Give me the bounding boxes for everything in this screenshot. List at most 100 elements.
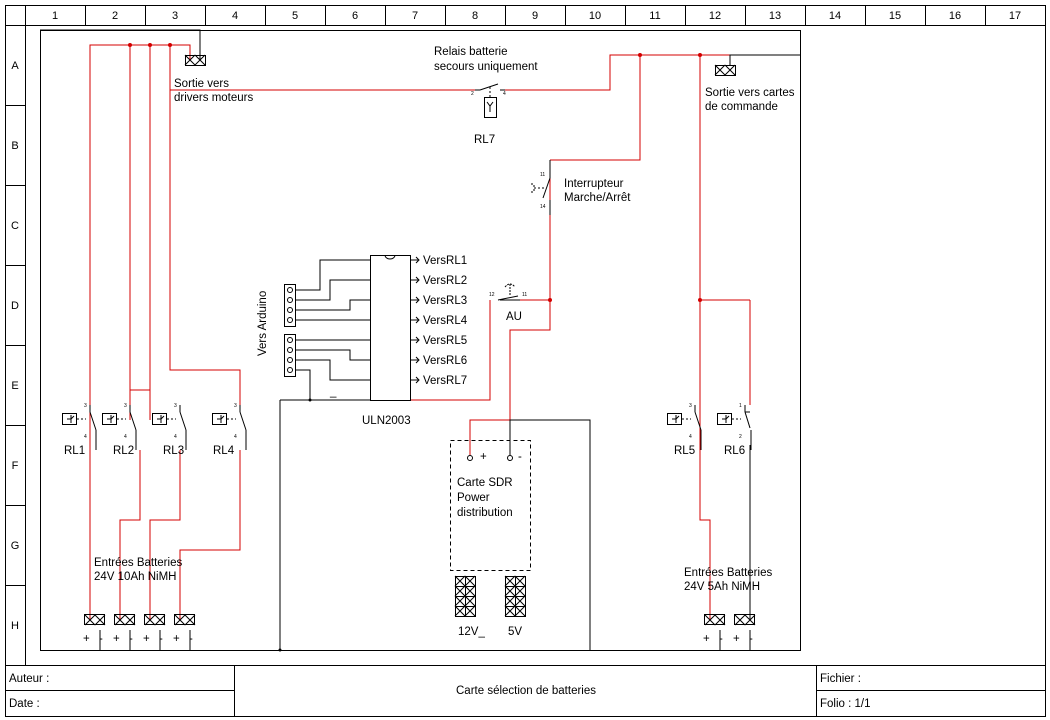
svg-text:3: 3	[234, 403, 237, 409]
plus-mark: +	[113, 633, 120, 645]
column-label: 8	[472, 10, 478, 22]
column-label: 5	[292, 10, 298, 22]
vers-arduino-label: Vers Arduino	[257, 291, 269, 356]
column-label: 1	[52, 10, 58, 22]
minus-mark: -	[99, 633, 103, 645]
minus-mark: -	[749, 633, 753, 645]
row-label: B	[11, 140, 18, 152]
sdr-line3: distribution	[457, 507, 513, 519]
minus-mark: -	[719, 633, 723, 645]
battery-input-connector: +-	[703, 614, 726, 645]
row-label: E	[11, 380, 18, 392]
row-label: D	[11, 300, 19, 312]
svg-text:4: 4	[503, 91, 506, 97]
column-label: 4	[232, 10, 238, 22]
interrupteur-line2: Marche/Arrêt	[564, 192, 631, 204]
uln-output-label: VersRL7	[423, 375, 467, 387]
sdr-line1: Carte SDR	[457, 477, 513, 489]
uln-outputs: VersRL1VersRL2VersRL3VersRL4VersRL5VersR…	[410, 255, 468, 387]
uln-output-label: VersRL4	[423, 315, 468, 327]
row-label: F	[12, 460, 19, 472]
svg-text:14: 14	[540, 204, 546, 210]
au-switch-symbol: 12 11	[489, 283, 527, 301]
svg-text:2: 2	[471, 91, 474, 97]
svg-text:3: 3	[174, 403, 177, 409]
ground-wires	[40, 29, 800, 650]
column-label: 3	[172, 10, 178, 22]
svg-text:2: 2	[739, 434, 742, 440]
uln-output-label: VersRL1	[423, 255, 467, 267]
battery-input-connector: +-	[733, 614, 756, 645]
column-label: 6	[352, 10, 358, 22]
svg-text:3: 3	[124, 403, 127, 409]
relay-label: RL3	[163, 445, 184, 457]
column-label: 15	[889, 10, 901, 22]
row-label: G	[11, 540, 20, 552]
file-field: Fichier :	[820, 673, 861, 685]
sdr-plus: +	[480, 451, 487, 463]
sdr-line2: Power	[457, 492, 490, 504]
plus-mark: +	[173, 633, 180, 645]
entrees-left-line1: Entrées Batteries	[94, 557, 182, 569]
column-label: 14	[829, 10, 841, 22]
battery-input-connector: +-	[173, 614, 196, 645]
column-label: 11	[649, 10, 660, 22]
relay-label: RL4	[213, 445, 235, 457]
drawing-title: Carte sélection de batteries	[456, 685, 596, 697]
relay-label: RL5	[674, 445, 695, 457]
row-label: C	[11, 220, 19, 232]
uln2003-label: ULN2003	[362, 415, 411, 427]
folio-field: Folio : 1/1	[820, 698, 871, 710]
sdr-card: + - Carte SDR Power distribution	[450, 440, 531, 571]
entrees-right-line1: Entrées Batteries	[684, 567, 772, 579]
minus-mark: -	[189, 633, 193, 645]
sdr-output-connector	[504, 575, 526, 617]
connector-drivers	[184, 54, 206, 66]
title-block: Auteur : Date : Carte sélection de batte…	[5, 665, 1046, 717]
uln-output-label: VersRL2	[423, 275, 467, 287]
svg-text:4: 4	[689, 434, 692, 440]
svg-text:3: 3	[84, 403, 87, 409]
relay-label: RL6	[724, 445, 745, 457]
row-label: H	[11, 620, 19, 632]
column-label: 16	[949, 10, 961, 22]
drawing-frame	[5, 5, 1046, 717]
relay-label: RL2	[113, 445, 134, 457]
column-label: 13	[769, 10, 781, 22]
sdr-output-connector	[454, 575, 476, 617]
minus-mark: -	[129, 633, 133, 645]
author-field: Auteur :	[9, 673, 49, 685]
date-field: Date :	[9, 698, 40, 710]
sortie-cartes-line2: de commande	[705, 101, 778, 113]
arduino-connectors: Vers Arduino	[257, 284, 296, 377]
plus-mark: +	[733, 633, 740, 645]
entrees-right-line2: 24V 5Ah NiMH	[684, 581, 760, 593]
relay-rl7-symbol: 2 4	[471, 83, 506, 118]
sortie-drivers-line1: Sortie vers	[174, 78, 229, 90]
svg-text:4: 4	[124, 434, 127, 440]
minus-mark: -	[159, 633, 163, 645]
board-enclosure	[40, 30, 801, 651]
sortie-cartes-line1: Sortie vers cartes	[705, 87, 795, 99]
battery-connectors: +-+-+-+-+-+-	[83, 614, 756, 645]
svg-text:1: 1	[739, 403, 742, 409]
rl7-label: RL7	[474, 134, 495, 146]
interrupteur-line1: Interrupteur	[564, 178, 624, 190]
column-label: 2	[112, 10, 118, 22]
svg-text:4: 4	[234, 434, 237, 440]
junction-dots	[128, 43, 702, 652]
au-label: AU	[506, 311, 522, 323]
conn-12v-label: 12V_	[458, 626, 485, 638]
sdr-output-connectors	[454, 575, 526, 617]
uln-output-label: VersRL5	[423, 335, 467, 347]
power-wires	[89, 44, 751, 620]
